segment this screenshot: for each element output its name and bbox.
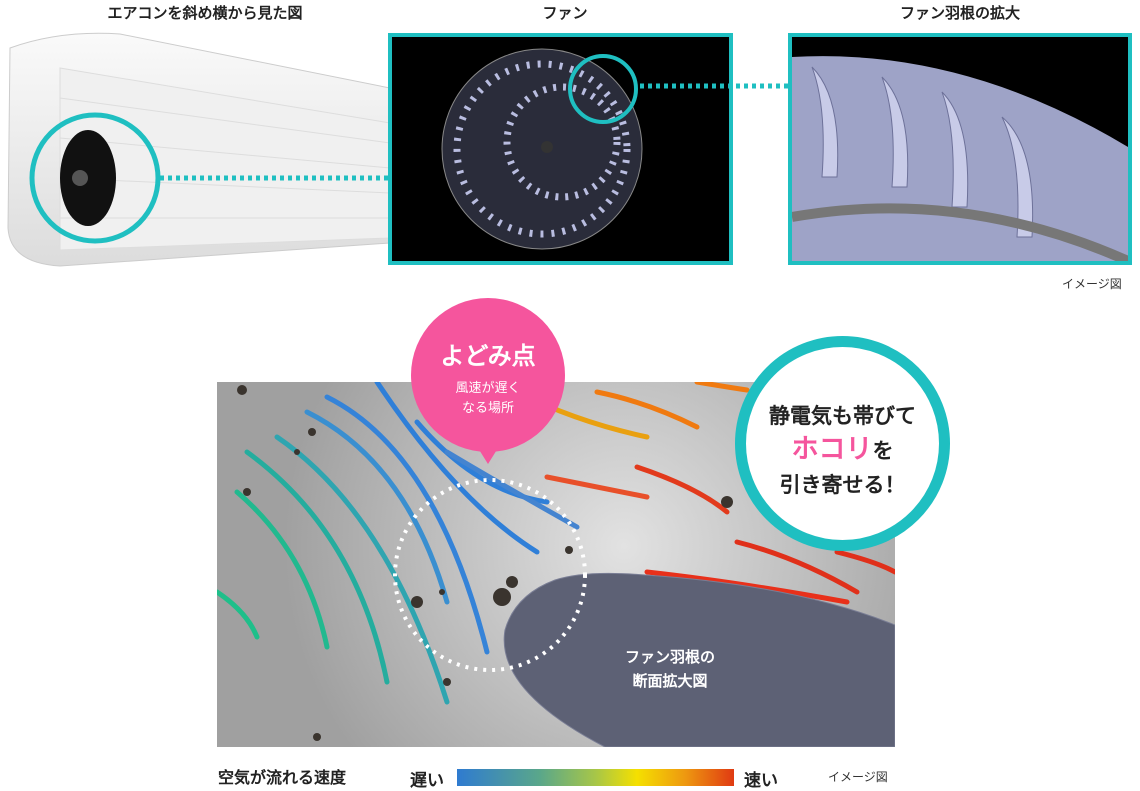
callout-highlight: ホコリ (791, 434, 873, 465)
heading-fan: ファン (542, 4, 588, 22)
fan-illustration (441, 48, 643, 250)
image-note-top: イメージ図 (1062, 277, 1122, 291)
blade-section-label: ファン羽根の 断面拡大図 (590, 645, 750, 693)
speed-gradient-bar (457, 769, 734, 786)
legend-slow: 遅い (410, 771, 444, 791)
air-conditioner-illustration (7, 32, 391, 267)
connector-dotted-line (640, 83, 790, 89)
blade-label-line1: ファン羽根の (624, 648, 715, 666)
bubble-line2: なる場所 (461, 401, 514, 416)
heading-blade-zoom: ファン羽根の拡大 (899, 4, 1020, 22)
image-note-bottom: イメージ図 (828, 770, 888, 784)
legend-title: 空気が流れる速度 (218, 768, 347, 787)
stagnation-point-marker (393, 478, 587, 672)
blade-zoom-illustration (792, 56, 1128, 261)
heading-ac-side: エアコンを斜め横から見た図 (107, 4, 303, 22)
fan-image-panel (388, 33, 733, 265)
bubble-line1: 風速が遅く (455, 381, 521, 396)
blade-zoom-panel (788, 33, 1132, 265)
bubble-tail (478, 448, 498, 464)
callout-line1: 静電気も帯びて (769, 404, 916, 428)
callout-after: を (872, 439, 894, 463)
callout-line3: 引き寄せる！ (779, 473, 906, 497)
blade-cross-section (503, 572, 895, 747)
blade-label-line2: 断面拡大図 (632, 672, 708, 690)
static-callout: 静電気も帯びて ホコリを 引き寄せる！ (735, 336, 950, 551)
stagnation-bubble: よどみ点 風速が遅く なる場所 (411, 298, 565, 452)
bubble-title: よどみ点 (440, 342, 536, 370)
legend-fast: 速い (744, 771, 778, 791)
